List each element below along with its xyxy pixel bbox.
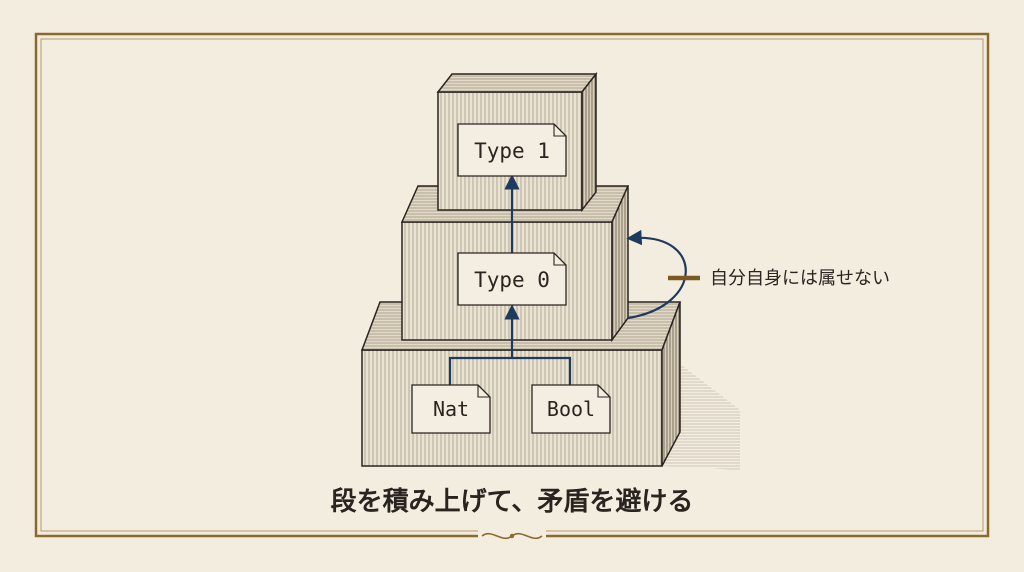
ornament-icon <box>478 530 546 542</box>
base-connector <box>448 356 572 388</box>
bool-label: Bool <box>547 397 595 421</box>
membership-arrows <box>448 174 687 388</box>
nat-label: Nat <box>433 397 469 421</box>
ground-shadow <box>662 350 740 470</box>
caption: 段を積み上げて、矛盾を避ける <box>331 486 694 517</box>
type1-label: Type 1 <box>474 139 550 163</box>
self-reference-arrow <box>626 229 687 320</box>
annotation-text: 自分自身には属せない <box>710 268 890 289</box>
card-bool: Bool <box>531 384 611 434</box>
top-block-side <box>581 71 597 213</box>
bottom-block-side <box>661 301 681 467</box>
top-block-top <box>436 73 598 93</box>
card-type1: Type 1 <box>457 123 567 177</box>
bottom-block-front <box>361 349 663 467</box>
card-nat: Nat <box>411 384 491 434</box>
card-type0: Type 0 <box>457 252 567 306</box>
type0-label: Type 0 <box>474 268 550 292</box>
